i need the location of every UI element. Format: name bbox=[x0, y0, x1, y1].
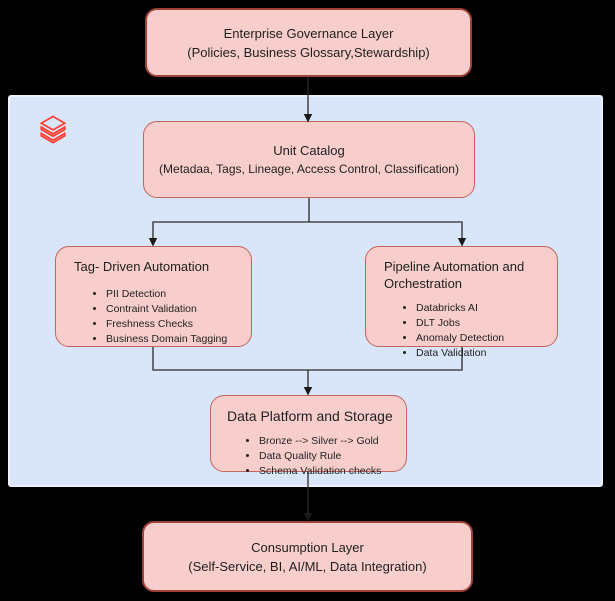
bullet-item: Anomaly Detection bbox=[416, 331, 549, 346]
bullet-item: PII Detection bbox=[106, 287, 243, 302]
node-title: Tag- Driven Automation bbox=[74, 259, 210, 274]
node-title: Pipeline Automation and Orchestration bbox=[384, 259, 525, 291]
node-subtitle: (Policies, Business Glossary,Stewardship… bbox=[187, 44, 430, 60]
bullet-item: Business Domain Tagging bbox=[106, 332, 243, 347]
bullet-list: Databricks AIDLT JobsAnomaly DetectionDa… bbox=[384, 301, 549, 361]
node-title: Consumption Layer bbox=[251, 539, 364, 555]
bullet-item: Freshness Checks bbox=[106, 317, 243, 332]
node-title: Unit Catalog bbox=[273, 143, 345, 158]
node-tag-driven-automation: Tag- Driven Automation PII DetectionCont… bbox=[55, 246, 252, 347]
node-title: Data Platform and Storage bbox=[227, 408, 393, 424]
bullet-item: DLT Jobs bbox=[416, 316, 549, 331]
bullet-item: Contraint Validation bbox=[106, 302, 243, 317]
bullet-item: Bronze --> Silver --> Gold bbox=[259, 434, 398, 449]
node-data-platform-storage: Data Platform and Storage Bronze --> Sil… bbox=[210, 395, 407, 477]
bullet-item: Schema Validation checks bbox=[259, 464, 398, 479]
bullet-item: Data Validation bbox=[416, 346, 549, 361]
node-enterprise-governance-layer: Enterprise Governance Layer (Policies, B… bbox=[145, 8, 472, 77]
bullet-item: Data Quality Rule bbox=[259, 449, 398, 464]
databricks-logo-icon bbox=[39, 115, 67, 144]
bullet-list: PII DetectionContraint ValidationFreshne… bbox=[74, 287, 243, 347]
node-consumption-layer: Consumption Layer (Self-Service, BI, AI/… bbox=[142, 521, 473, 592]
node-title: Enterprise Governance Layer bbox=[223, 25, 394, 41]
bullet-list: Bronze --> Silver --> GoldData Quality R… bbox=[227, 434, 398, 479]
bullet-item: Databricks AI bbox=[416, 301, 549, 316]
node-pipeline-automation-orchestration: Pipeline Automation and Orchestration Da… bbox=[365, 246, 558, 359]
node-subtitle: (Self-Service, BI, AI/ML, Data Integrati… bbox=[188, 558, 427, 574]
node-unit-catalog: Unit Catalog (Metadaa, Tags, Lineage, Ac… bbox=[143, 121, 475, 198]
node-subtitle: (Metadaa, Tags, Lineage, Access Control,… bbox=[159, 162, 459, 176]
